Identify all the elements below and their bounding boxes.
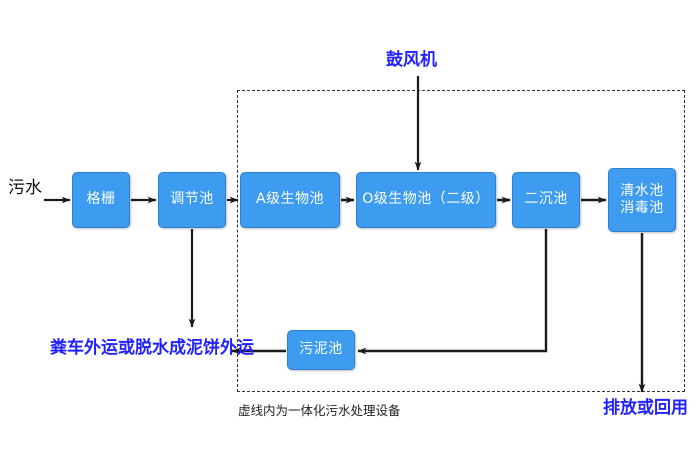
node-regulating-tank[interactable]: 调节池	[158, 172, 226, 228]
node-a-stage-bio-tank[interactable]: A级生物池	[240, 172, 340, 228]
label-discharge-or-reuse: 排放或回用	[603, 398, 688, 418]
label-blower: 鼓风机	[386, 50, 437, 70]
node-o-stage-bio-tank[interactable]: O级生物池（二级）	[356, 172, 496, 228]
label-sludge-haul-out: 粪车外运或脱水成泥饼外运	[50, 338, 254, 358]
node-secondary-settling-tank[interactable]: 二沉池	[512, 172, 580, 228]
integrated-equipment-boundary	[237, 90, 685, 392]
node-grid[interactable]: 格栅	[72, 172, 130, 228]
label-influent-sewage: 污水	[8, 178, 42, 198]
node-sludge-tank[interactable]: 污泥池	[287, 330, 355, 370]
boundary-caption: 虚线内为一体化污水处理设备	[238, 403, 401, 418]
node-clear-water-disinfection-tank[interactable]: 清水池 消毒池	[608, 168, 676, 232]
